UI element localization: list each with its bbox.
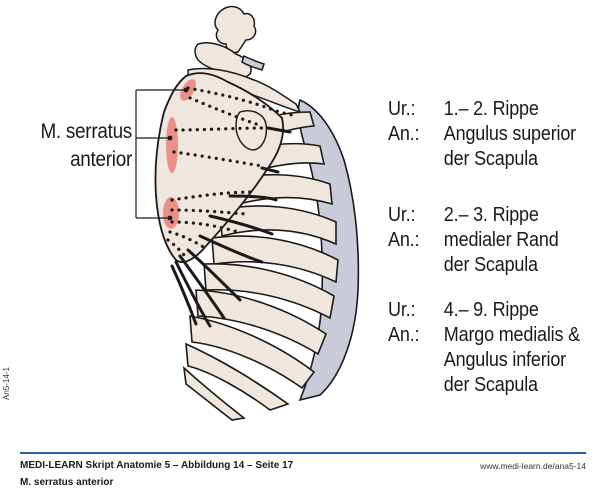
- muscle-fiber-lines: [166, 86, 298, 262]
- footer-divider: [20, 452, 586, 454]
- footer-title: MEDI-LEARN Skript Anatomie 5 – Abbildung…: [20, 460, 294, 471]
- figure-code: An5-14-1: [2, 367, 11, 400]
- tendon: [174, 260, 212, 328]
- insertion-value-cont: der Scapula: [443, 254, 538, 276]
- muscle-label-line: anterior: [70, 148, 132, 171]
- rib: [195, 289, 327, 356]
- insertion-value: medialer Rand: [443, 229, 559, 251]
- fiber-line: [170, 190, 254, 202]
- part-info-1: Ur.: 1.– 2. Rippe An.: Angulus superior …: [388, 97, 576, 172]
- origin-key: Ur.:: [388, 98, 416, 120]
- footer-subtitle: M. serratus anterior: [20, 477, 114, 488]
- label-bracket: [135, 89, 186, 219]
- muscle-label: M. serratus anterior: [31, 118, 132, 174]
- ribcage: [182, 111, 339, 421]
- origin-value: 4.– 9. Rippe: [443, 299, 539, 321]
- part-info-2: Ur.: 2.– 3. Rippe An.: medialer Rand der…: [388, 203, 559, 278]
- fiber-line: [170, 220, 240, 234]
- insertion-key: An.:: [388, 229, 420, 251]
- insertion-value-cont: der Scapula: [443, 148, 538, 170]
- tendon: [178, 254, 226, 320]
- coracoid-process: [235, 110, 268, 151]
- insertion-key: An.:: [388, 324, 420, 346]
- tendon-strokes: [170, 126, 292, 328]
- rib: [182, 365, 246, 421]
- insertion-key: An.:: [388, 123, 420, 145]
- insertion-value-cont: Angulus inferior: [443, 349, 566, 371]
- part-info-3: Ur.: 4.– 9. Rippe An.: Margo medialis & …: [388, 298, 580, 398]
- origin-row: Ur.: 2.– 3. Rippe: [388, 203, 559, 228]
- insertion-row: An.: Margo medialis &: [388, 323, 580, 348]
- bracket-endpoints: [167, 87, 189, 221]
- bracket-dot: [183, 87, 189, 93]
- vertebra-disc: [241, 54, 265, 71]
- origin-zone-middle: [166, 117, 178, 173]
- fiber-line: [168, 230, 210, 252]
- origin-key: Ur.:: [388, 299, 416, 321]
- fiber-line: [170, 208, 248, 216]
- insertion-value: Margo medialis &: [443, 324, 580, 346]
- serratus-anterior-illustration: [135, 5, 360, 421]
- tendon: [260, 166, 280, 174]
- origin-key: Ur.:: [388, 204, 416, 226]
- rib: [189, 315, 316, 390]
- tendon: [198, 234, 264, 264]
- rib: [211, 235, 339, 284]
- bracket-dot: [167, 135, 173, 141]
- rib: [185, 342, 290, 411]
- muscle-label-line: M. serratus: [40, 120, 132, 143]
- costal-cartilage: [297, 98, 360, 402]
- tendon: [208, 214, 274, 236]
- tendon: [266, 126, 292, 134]
- rib: [219, 205, 337, 246]
- origin-value: 1.– 2. Rippe: [443, 98, 539, 120]
- insertion-row: An.: medialer Rand: [388, 228, 559, 253]
- tendon: [186, 248, 242, 302]
- tendon: [170, 264, 198, 326]
- insertion-value-cont: der Scapula: [443, 374, 538, 396]
- origin-value: 2.– 3. Rippe: [443, 204, 539, 226]
- origin-row: Ur.: 4.– 9. Rippe: [388, 298, 580, 323]
- insertion-value: Angulus superior: [443, 123, 577, 145]
- tendon: [228, 194, 278, 202]
- footer-url[interactable]: www.medi-learn.de/ana5-14: [480, 461, 586, 471]
- fiber-line: [166, 238, 190, 262]
- fiber-line: [174, 126, 266, 132]
- vertebra: [214, 5, 257, 54]
- fiber-line: [188, 96, 264, 128]
- rib: [203, 262, 335, 320]
- bracket-dot: [167, 215, 173, 221]
- origin-zone-lower: [163, 197, 179, 229]
- origin-row: Ur.: 1.– 2. Rippe: [388, 97, 576, 122]
- insertion-row: An.: Angulus superior: [388, 122, 576, 147]
